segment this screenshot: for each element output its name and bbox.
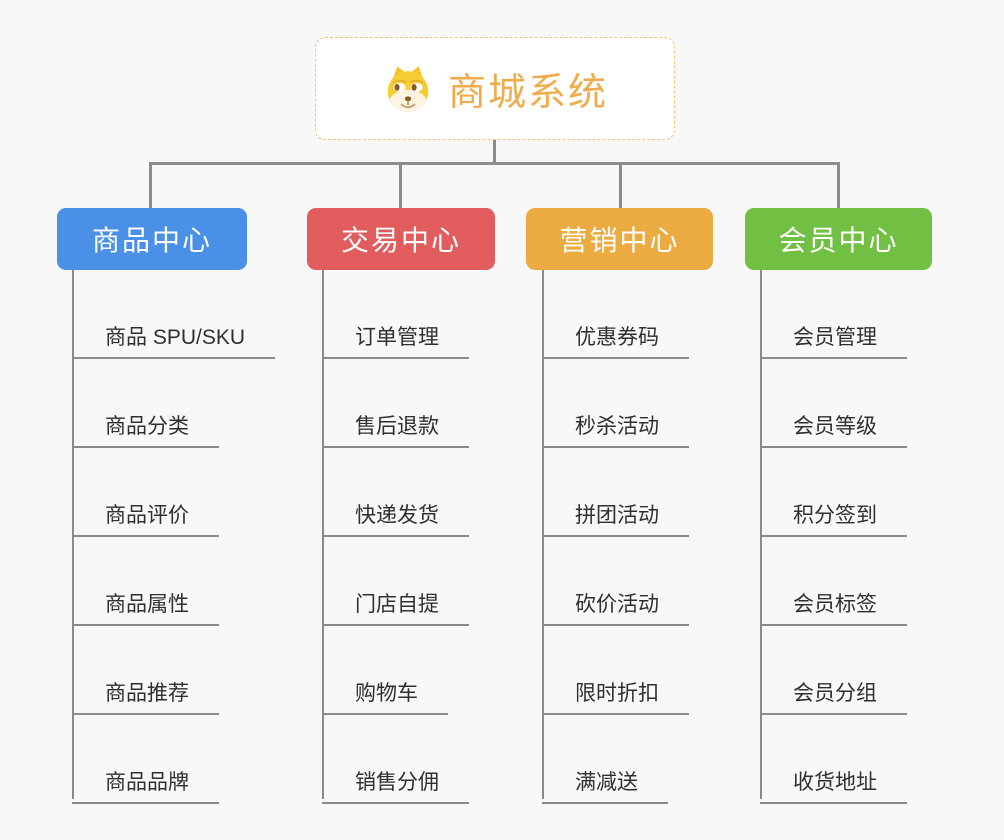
leaf-item[interactable]: 快递发货 — [322, 499, 469, 537]
branch-node-marketing-center[interactable]: 营销中心 — [526, 208, 713, 270]
leaf-item[interactable]: 满减送 — [542, 766, 668, 804]
leaf-item[interactable]: 商品 SPU/SKU — [72, 321, 276, 359]
leaf-item[interactable]: 优惠券码 — [542, 321, 689, 359]
branch-items-product-center: 商品 SPU/SKU 商品分类 商品评价 商品属性 商品推荐 商品品牌 — [72, 270, 276, 804]
root-node[interactable]: 商城系统 — [315, 37, 675, 140]
leaf-item[interactable]: 会员标签 — [760, 588, 907, 626]
connector-trunk — [760, 270, 762, 799]
connector-stub-marketing — [619, 162, 622, 209]
leaf-item[interactable]: 商品推荐 — [72, 677, 219, 715]
leaf-item[interactable]: 商品品牌 — [72, 766, 219, 804]
leaf-item[interactable]: 商品评价 — [72, 499, 219, 537]
root-title: 商城系统 — [447, 72, 608, 114]
connector-trunk — [72, 270, 74, 799]
branch-node-product-center[interactable]: 商品中心 — [57, 208, 247, 270]
connector-stub-product — [149, 162, 152, 209]
leaf-item[interactable]: 售后退款 — [322, 410, 469, 448]
branch-node-trade-center[interactable]: 交易中心 — [307, 208, 495, 270]
leaf-item[interactable]: 砍价活动 — [542, 588, 689, 626]
connector-trunk — [542, 270, 544, 799]
leaf-item[interactable]: 门店自提 — [322, 588, 469, 626]
leaf-item[interactable]: 会员等级 — [760, 410, 907, 448]
leaf-item[interactable]: 秒杀活动 — [542, 410, 689, 448]
branch-items-trade-center: 订单管理 售后退款 快递发货 门店自提 购物车 销售分佣 — [322, 270, 469, 804]
branch-node-member-center[interactable]: 会员中心 — [745, 208, 932, 270]
connector-trunk — [322, 270, 324, 799]
leaf-item[interactable]: 收货地址 — [760, 766, 907, 804]
leaf-item[interactable]: 订单管理 — [322, 321, 469, 359]
leaf-item[interactable]: 积分签到 — [760, 499, 907, 537]
connector-stub-trade — [399, 162, 402, 209]
leaf-item[interactable]: 商品分类 — [72, 410, 219, 448]
connector-horizontal — [149, 162, 840, 165]
leaf-item[interactable]: 商品属性 — [72, 588, 219, 626]
branch-items-marketing-center: 优惠券码 秒杀活动 拼团活动 砍价活动 限时折扣 满减送 — [542, 270, 689, 804]
branch-items-member-center: 会员管理 会员等级 积分签到 会员标签 会员分组 收货地址 — [760, 270, 907, 804]
leaf-item[interactable]: 会员分组 — [760, 677, 907, 715]
leaf-item[interactable]: 拼团活动 — [542, 499, 689, 537]
leaf-item[interactable]: 会员管理 — [760, 321, 907, 359]
leaf-item[interactable]: 销售分佣 — [322, 766, 469, 804]
connector-stub-member — [837, 162, 840, 209]
leaf-item[interactable]: 限时折扣 — [542, 677, 689, 715]
leaf-item[interactable]: 购物车 — [322, 677, 448, 715]
connector-root-stub — [493, 140, 496, 164]
doge-icon — [382, 63, 434, 115]
